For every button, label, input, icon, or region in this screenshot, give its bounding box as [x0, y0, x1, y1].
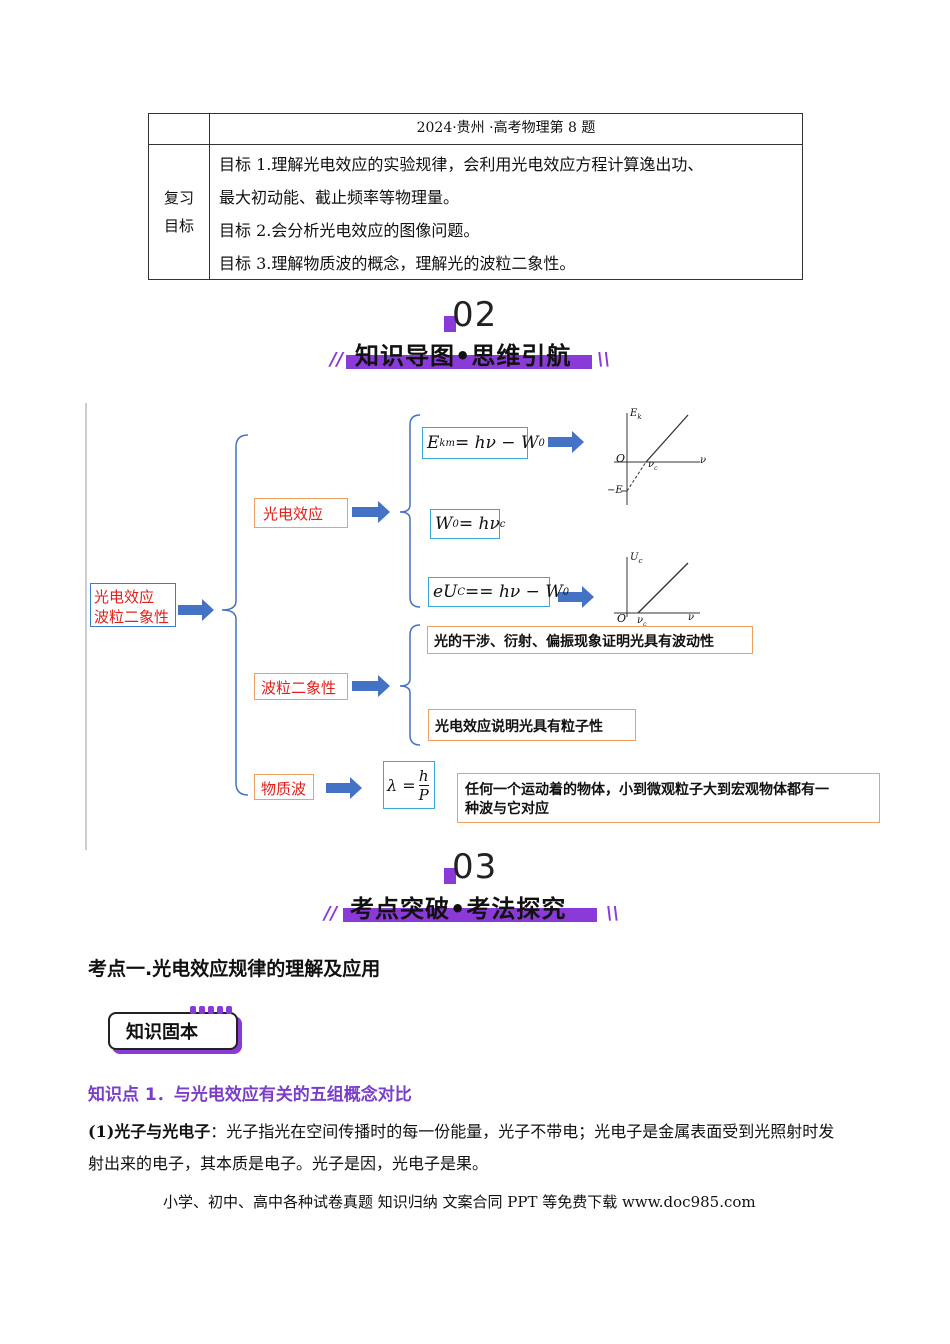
particle-evidence-box: 光电效应说明光具有粒子性	[428, 709, 636, 741]
table-header-row	[149, 114, 802, 145]
arrow-icon	[178, 599, 214, 621]
uc-graph	[614, 557, 700, 617]
review-label: 复习 目标	[163, 188, 194, 235]
knowledge-badge: 知识固本	[108, 1006, 242, 1054]
banner-left-mark: //	[324, 903, 338, 924]
brace	[399, 624, 421, 746]
branch-matter-wave: 物质波	[254, 774, 314, 800]
knowledge-point-1: 知识点 1．与光电效应有关的五组概念对比	[88, 1085, 412, 1105]
section-banner-bar	[346, 355, 592, 369]
arrow-icon	[558, 586, 594, 608]
graph1-ylabel: Ek	[630, 408, 642, 421]
arrow-icon	[326, 777, 362, 799]
graph1-neg: −E	[607, 485, 623, 496]
graph2-vc: νc	[637, 615, 647, 628]
banner-right-mark: \\	[597, 349, 611, 370]
banner-right-mark: \\	[606, 903, 620, 924]
formula-de-broglie: λ = h P	[383, 761, 435, 809]
banner-left-mark: //	[330, 349, 344, 370]
section-number-bar	[444, 316, 456, 332]
goal-line: 目标 2.会分析光电效应的图像问题。	[219, 221, 480, 240]
ek-graph	[614, 413, 700, 505]
branch-wave-particle: 波粒二象性	[254, 673, 348, 700]
root-node: 光电效应 波粒二象性	[90, 583, 176, 627]
section-title: 知识导图•思维引航	[355, 342, 572, 370]
brace	[221, 434, 249, 796]
mindmap-lines	[85, 403, 700, 850]
arrow-icon	[352, 675, 390, 697]
review-table: 2024·贵州 ·高考物理第 8 题 复习 目标 目标 1.理解光电效应的实验规…	[148, 113, 803, 280]
goal-line: 目标 1.理解光电效应的实验规律，会利用光电效应方程计算逸出功、	[219, 155, 704, 174]
goal-line: 最大初动能、截止频率等物理量。	[219, 188, 460, 207]
page-footer: 小学、初中、高中各种试卷真题 知识归纳 文案合同 PPT 等免费下载 www.d…	[163, 1193, 756, 1211]
arrow-icon	[548, 431, 584, 453]
section-title: 考点突破•考法探究	[350, 895, 567, 923]
section-number: 02	[452, 295, 498, 335]
badge-label: 知识固本	[126, 1022, 198, 1043]
arrow-icon	[352, 501, 390, 523]
graph1-xlabel: ν	[700, 455, 707, 466]
graph1-vc: νc	[648, 459, 658, 472]
review-goals: 目标 1.理解光电效应的实验规律，会利用光电效应方程计算逸出功、 最大初动能、截…	[219, 148, 794, 280]
section-number: 03	[452, 847, 498, 887]
section-banner-bar	[343, 908, 597, 922]
question-source: 2024·贵州 ·高考物理第 8 题	[416, 120, 596, 136]
paragraph-photon: (1)光子与光电子：光子指光在空间传播时的每一份能量，光子不带电；光电子是金属表…	[88, 1122, 835, 1173]
goal-line: 目标 3.理解物质波的概念，理解光的波粒二象性。	[219, 254, 576, 273]
branch-photoelectric: 光电效应	[254, 498, 348, 528]
brace	[399, 414, 421, 608]
section-number-bar	[444, 868, 456, 884]
matter-wave-box: 任何一个运动着的物体，小到微观粒子大到宏观物体都有一 种波与它对应	[457, 773, 880, 823]
kaodian-heading: 考点一.光电效应规律的理解及应用	[88, 958, 381, 980]
graph2-xlabel: ν	[688, 612, 695, 623]
graph1-origin: O	[616, 452, 626, 465]
graph2-ylabel: Uc	[630, 552, 643, 565]
wave-evidence-box: 光的干涉、衍射、偏振现象证明光具有波动性	[427, 626, 753, 654]
graph2-origin: O	[617, 612, 627, 625]
